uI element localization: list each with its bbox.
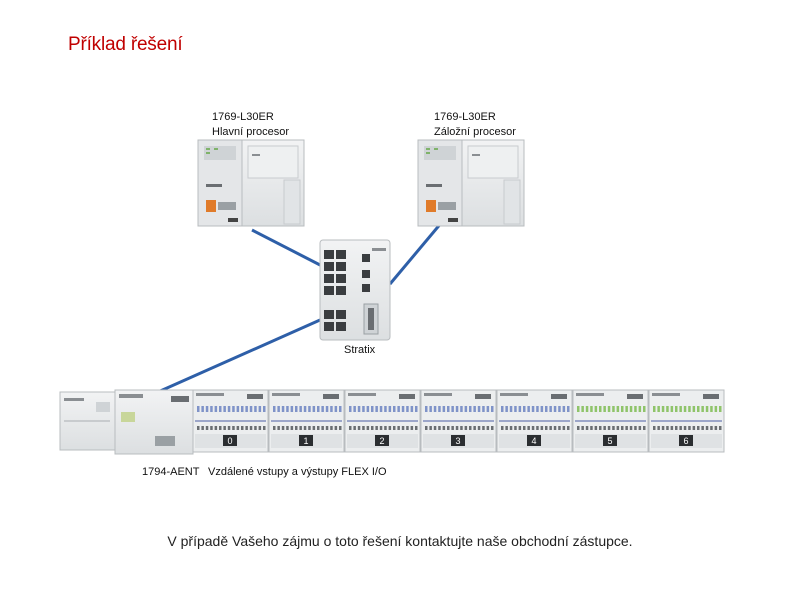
io-module-number: 4 <box>531 436 536 446</box>
io-module: 1 <box>268 389 345 453</box>
io-module: 5 <box>572 389 649 453</box>
backup-controller-label: 1769-L30ER Záložní procesor <box>434 110 516 140</box>
backup-controller-model: 1769-L30ER <box>434 111 496 123</box>
stratix-switch <box>319 239 391 341</box>
io-module-number: 0 <box>227 436 232 446</box>
adapter-label: 1794-AENT <box>142 466 200 478</box>
io-module: 6 <box>648 389 725 453</box>
io-module: 0 <box>192 389 269 453</box>
io-module-number: 3 <box>455 436 460 446</box>
backup-controller <box>417 139 525 227</box>
slide-title: Příklad řešení <box>68 34 183 55</box>
io-module-number: 1 <box>303 436 308 446</box>
cable-switch-to-adapter <box>157 318 321 394</box>
slide-footer: V případě Vašeho zájmu o toto řešení kon… <box>167 533 633 549</box>
io-modules: 0 1 2 3 4 5 6 <box>192 389 725 453</box>
power-supply <box>59 391 116 451</box>
io-label: Vzdálené vstupy a výstupy FLEX I/O <box>208 466 387 478</box>
cable-backup-to-switch <box>388 221 444 285</box>
io-module: 3 <box>420 389 497 453</box>
flex-io-rail <box>59 389 194 455</box>
ethernet-cables <box>157 221 444 394</box>
primary-controller-label: 1769-L30ER Hlavní procesor <box>212 110 289 140</box>
primary-controller-model: 1769-L30ER <box>212 111 274 123</box>
adapter-1794-aent <box>114 389 194 455</box>
io-module: 2 <box>344 389 421 453</box>
primary-controller-role: Hlavní procesor <box>212 126 290 138</box>
io-module-number: 5 <box>607 436 612 446</box>
switch-label: Stratix <box>344 344 376 356</box>
primary-controller <box>197 139 305 227</box>
backup-controller-role: Záložní procesor <box>434 126 516 138</box>
io-module-number: 2 <box>379 436 384 446</box>
cable-primary-to-switch <box>251 228 323 268</box>
io-module: 4 <box>496 389 573 453</box>
io-module-number: 6 <box>683 436 688 446</box>
